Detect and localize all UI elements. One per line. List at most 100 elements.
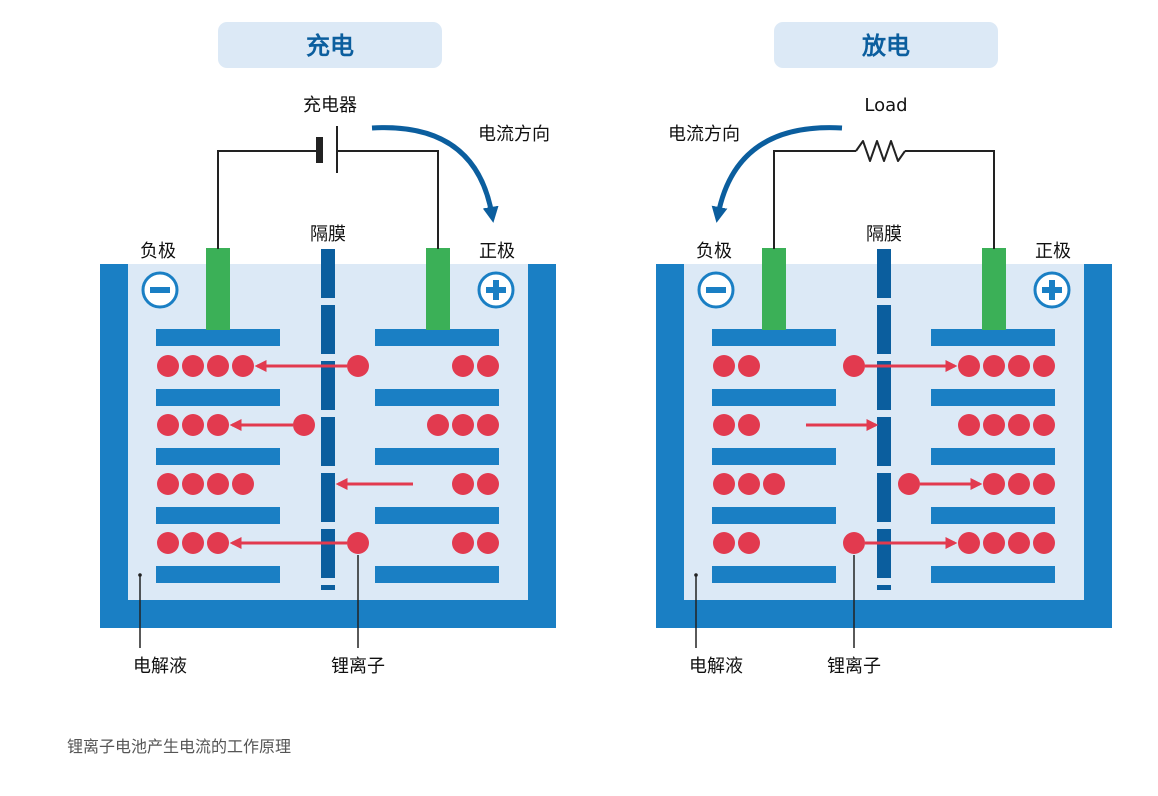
lithium-ion: [1033, 532, 1055, 554]
negative-terminal: [206, 248, 230, 330]
moving-lithium-ion: [843, 532, 865, 554]
lithium-ion: [182, 355, 204, 377]
lithium-ion: [232, 473, 254, 495]
lithium-ion: [477, 473, 499, 495]
moving-lithium-ion: [293, 414, 315, 436]
current-label: 电流方向: [668, 124, 740, 145]
lithium-ion: [477, 414, 499, 436]
figure-caption: 锂离子电池产生电流的工作原理: [67, 737, 292, 756]
electrolyte-leader-dot: [138, 573, 142, 577]
separator-label: 隔膜: [866, 224, 902, 245]
lithium-ion: [157, 473, 179, 495]
lithium-ion: [207, 532, 229, 554]
lithium-ion: [983, 355, 1005, 377]
wire-right: [905, 150, 995, 249]
lithium-ion: [182, 473, 204, 495]
positive-label: 正极: [1035, 241, 1071, 262]
plus-sign-v-icon: [493, 280, 499, 300]
wire-left: [773, 150, 856, 249]
current-direction-arrow: [371, 125, 499, 223]
lithium-ion: [157, 414, 179, 436]
lithium-ion: [477, 532, 499, 554]
ion-label: 锂离子: [331, 656, 385, 677]
lithium-ion: [207, 355, 229, 377]
lithium-ion: [1033, 355, 1055, 377]
lithium-ion: [738, 355, 760, 377]
negative-plate: [712, 389, 836, 406]
minus-sign-icon: [150, 287, 170, 293]
lithium-ion: [958, 414, 980, 436]
positive-plate: [375, 329, 499, 346]
negative-plate: [156, 566, 280, 583]
wire-left: [217, 150, 320, 249]
lithium-ion: [207, 414, 229, 436]
title-pill: [774, 22, 998, 68]
discharge-panel: 放电Load隔膜负极正极电流方向电解液锂离子: [656, 22, 1112, 677]
lithium-ion: [983, 532, 1005, 554]
positive-plate: [375, 507, 499, 524]
lithium-ion: [1033, 414, 1055, 436]
positive-terminal: [426, 248, 450, 330]
lithium-ion: [182, 414, 204, 436]
negative-plate: [712, 448, 836, 465]
moving-lithium-ion: [347, 355, 369, 377]
lithium-ion: [157, 532, 179, 554]
positive-plate: [375, 566, 499, 583]
electrolyte-label: 电解液: [133, 656, 187, 677]
battery-diagram: 充电充电器隔膜负极正极电流方向电解液锂离子 放电Load隔膜负极正极电流方向电解…: [100, 22, 1112, 677]
lithium-ion: [713, 473, 735, 495]
lithium-ion: [958, 355, 980, 377]
positive-plate: [931, 566, 1055, 583]
lithium-ion: [1008, 473, 1030, 495]
negative-plate: [712, 566, 836, 583]
positive-terminal: [982, 248, 1006, 330]
current-label: 电流方向: [478, 124, 550, 145]
load-resistor: [855, 140, 906, 162]
lithium-ion: [983, 414, 1005, 436]
negative-plate: [156, 389, 280, 406]
plus-sign-v-icon: [1049, 280, 1055, 300]
positive-label: 正极: [479, 241, 515, 262]
title-pill: [218, 22, 442, 68]
lithium-ion: [452, 532, 474, 554]
lithium-ion: [157, 355, 179, 377]
lithium-ion: [1033, 473, 1055, 495]
negative-plate: [712, 329, 836, 346]
minus-sign-icon: [706, 287, 726, 293]
negative-plate: [156, 507, 280, 524]
lithium-ion: [477, 355, 499, 377]
lithium-ion: [983, 473, 1005, 495]
lithium-ion: [713, 532, 735, 554]
positive-plate: [931, 329, 1055, 346]
moving-lithium-ion: [898, 473, 920, 495]
positive-plate: [931, 448, 1055, 465]
lithium-ion: [427, 414, 449, 436]
wire-right: [336, 150, 439, 249]
negative-plate: [156, 329, 280, 346]
lithium-ion: [713, 414, 735, 436]
source-label: Load: [864, 95, 907, 116]
negative-label: 负极: [140, 241, 176, 262]
moving-lithium-ion: [347, 532, 369, 554]
negative-label: 负极: [696, 241, 732, 262]
moving-lithium-ion: [843, 355, 865, 377]
source-label: 充电器: [303, 95, 357, 116]
positive-plate: [375, 389, 499, 406]
lithium-ion: [232, 355, 254, 377]
lithium-ion: [452, 414, 474, 436]
lithium-ion: [182, 532, 204, 554]
battery-short-plate: [316, 137, 323, 163]
negative-terminal: [762, 248, 786, 330]
positive-plate: [375, 448, 499, 465]
lithium-ion: [738, 414, 760, 436]
electrolyte-leader-dot: [694, 573, 698, 577]
lithium-ion: [738, 473, 760, 495]
separator-label: 隔膜: [310, 224, 346, 245]
negative-plate: [156, 448, 280, 465]
lithium-ion: [452, 473, 474, 495]
negative-plate: [712, 507, 836, 524]
lithium-ion: [1008, 355, 1030, 377]
lithium-ion: [763, 473, 785, 495]
charge-panel: 充电充电器隔膜负极正极电流方向电解液锂离子: [100, 22, 556, 677]
electrolyte-label: 电解液: [689, 656, 743, 677]
